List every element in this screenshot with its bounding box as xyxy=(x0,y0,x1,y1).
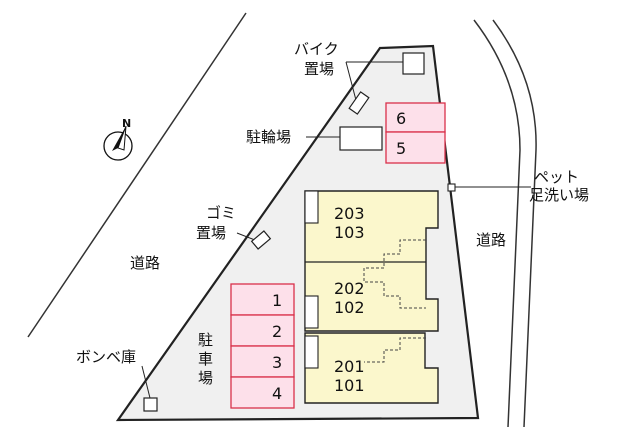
gas-cylinder-leader xyxy=(141,365,151,399)
car-parking-label-char2: 車 xyxy=(198,350,213,368)
parking-upper: 6 5 xyxy=(385,102,446,164)
pet-footwash-label-line2: 足洗い場 xyxy=(529,186,589,204)
garbage-label-line1: ゴミ xyxy=(206,204,236,222)
unit-202-label: 202 xyxy=(334,279,365,298)
parking-slot-6 xyxy=(385,102,446,133)
building-block: 203 103 202 102 201 101 xyxy=(304,190,439,404)
bike-parking-label-line2: 置場 xyxy=(304,60,334,78)
car-parking-label-char1: 駐 xyxy=(198,331,213,349)
garbage-box xyxy=(250,230,272,250)
bike-parking-leader-2 xyxy=(345,61,358,105)
garbage-leader xyxy=(236,232,256,241)
right-road-edge-inner xyxy=(492,19,537,427)
pet-footwash-box xyxy=(447,183,456,192)
gas-cylinder-storage-label: ボンベ庫 xyxy=(76,348,136,366)
unit-201-entry xyxy=(304,335,319,369)
parking-slot-3 xyxy=(230,345,295,378)
parking-slot-1-label: 1 xyxy=(272,291,282,310)
bike-parking: バイク 置場 xyxy=(294,40,425,115)
staircase-dashed-outline-2 xyxy=(364,337,426,363)
parking-slot-4 xyxy=(230,376,295,409)
pet-footwash-label-line1: ペット xyxy=(534,168,579,186)
car-parking-label-char3: 場 xyxy=(198,369,213,387)
unit-202-entry xyxy=(304,295,319,329)
building-upper xyxy=(304,190,439,332)
gas-cylinder-box xyxy=(143,397,158,412)
bicycle-parking: 駐輪場 xyxy=(246,126,383,151)
bike-parking-small-box xyxy=(348,91,370,115)
bike-parking-label-line1: バイク xyxy=(294,40,339,58)
parking-slot-4-label: 4 xyxy=(272,384,282,403)
bicycle-parking-label: 駐輪場 xyxy=(246,128,291,146)
parking-lower: 1 2 3 4 駐 車 場 xyxy=(198,283,295,409)
left-road-edge-line xyxy=(27,12,247,338)
bicycle-parking-box xyxy=(339,126,383,151)
pet-footwash: ペット 足洗い場 xyxy=(447,168,589,204)
garbage-label-line2: 置場 xyxy=(196,224,226,242)
north-arrow-icon: N xyxy=(103,117,133,161)
unit-203-label: 203 xyxy=(334,204,365,223)
parking-slot-5-label: 5 xyxy=(396,139,406,158)
gas-cylinder-storage: ボンベ庫 xyxy=(76,348,158,412)
left-road-label: 道路 xyxy=(130,254,160,272)
bike-parking-box xyxy=(402,52,425,75)
unit-103-label: 103 xyxy=(334,223,365,242)
right-road-edge-outer xyxy=(473,19,521,427)
parking-slot-5 xyxy=(385,131,446,164)
parking-slot-3-label: 3 xyxy=(272,353,282,372)
unit-201-label: 201 xyxy=(334,357,365,376)
parking-slot-6-label: 6 xyxy=(396,109,406,128)
unit-203-entry xyxy=(304,190,319,224)
right-road-label: 道路 xyxy=(476,231,506,249)
unit-102-label: 102 xyxy=(334,298,365,317)
parking-slot-2 xyxy=(230,314,295,347)
unit-101-label: 101 xyxy=(334,376,365,395)
parking-slot-1 xyxy=(230,283,295,316)
garbage-area: ゴミ 置場 xyxy=(196,204,272,250)
north-label: N xyxy=(122,117,131,130)
staircase-dashed-outline-1 xyxy=(363,239,426,309)
building-lower xyxy=(304,332,439,404)
parking-slot-2-label: 2 xyxy=(272,322,282,341)
